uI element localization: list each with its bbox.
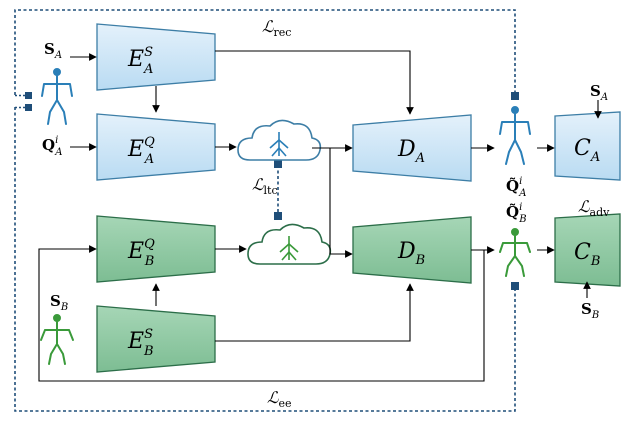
label-input-sb: SB [50,292,68,313]
label-right-sa: SA [590,82,608,103]
block-eqa [96,113,216,181]
cloud-latent-top-icon [237,119,322,161]
skeleton-output-b-icon [499,228,531,277]
block-cb [554,213,621,287]
block-da [352,114,472,182]
label-loss-adv: ℒadv [578,197,610,219]
block-esa [96,23,216,91]
label-cb: CB [574,240,600,269]
skeleton-source-b-icon [40,314,74,365]
dashed-loss-loop [14,9,516,412]
label-right-sb: SB [581,300,599,321]
block-eqb [96,215,216,283]
dashed-loop-markers [15,92,519,290]
data-flow-arrows [38,50,602,382]
block-esb [96,305,216,373]
skeleton-output-a-icon [499,106,531,165]
label-loss-ltc: ℒltc [252,175,278,197]
label-input-sa: SA [44,40,62,61]
label-db: DB [397,239,425,268]
block-db [352,216,472,284]
label-loss-ee: ℒee [267,388,292,410]
label-loss-rec: ℒrec [262,17,291,39]
label-ca: CA [574,136,600,165]
cloud-latent-bottom-icon [247,223,332,265]
skeleton-source-a-icon [41,68,73,125]
label-da: DA [397,137,425,166]
